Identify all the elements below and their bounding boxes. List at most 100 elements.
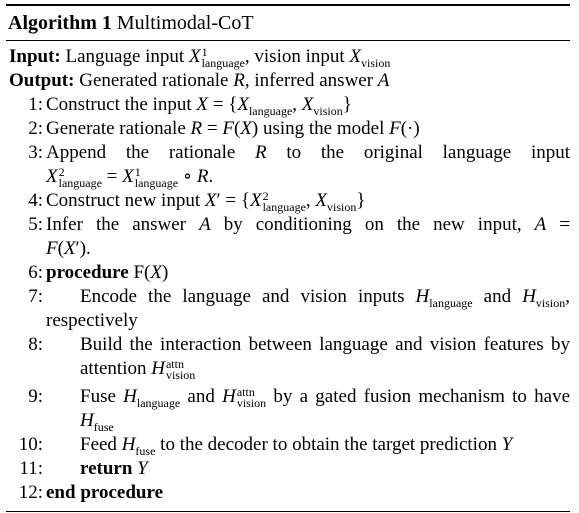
- sym-x: X: [63, 238, 76, 259]
- input-text-a: Language input: [65, 46, 185, 67]
- end-procedure-keyword: end procedure: [46, 482, 163, 503]
- step-3: 3: Append the rationale R to the origina…: [6, 141, 570, 165]
- step-number: 12:: [18, 482, 43, 503]
- step-text-b: using the model: [262, 118, 385, 139]
- sym-x: X: [240, 118, 252, 139]
- step-number: 1:: [28, 94, 43, 115]
- sym-x: X: [237, 94, 249, 115]
- step-number: 7:: [28, 286, 43, 307]
- sym-h: H: [123, 386, 137, 407]
- sub-vision: vision: [327, 199, 357, 214]
- step-text-b: by conditioning on the new input,: [223, 214, 522, 235]
- sym-r: R: [233, 70, 245, 91]
- sub-language: language: [429, 295, 473, 310]
- step-text-b: and: [483, 286, 512, 307]
- header-rule: [6, 40, 570, 41]
- step-7-cont: respectively: [6, 309, 570, 333]
- sym-a: A: [377, 70, 390, 91]
- input-text-b: , vision input: [244, 46, 345, 67]
- step-number: 5:: [28, 214, 43, 235]
- output-label: Output:: [9, 70, 75, 91]
- sym-x: X: [315, 190, 327, 211]
- step-text-b: and: [187, 386, 215, 407]
- sym-r: R: [196, 166, 209, 187]
- step-1: 1: Construct the input X = {Xlanguage, X…: [6, 93, 570, 117]
- sym-x: X: [301, 94, 314, 115]
- sym-f: F: [389, 118, 401, 139]
- step-number: 3:: [28, 142, 43, 163]
- sub-vision: vision: [361, 55, 391, 70]
- step-text-b: to the original language input: [286, 142, 571, 163]
- step-text: Generate rationale: [46, 118, 186, 139]
- sym-y: Y: [137, 458, 148, 479]
- step-text-c: by a gated fusion mechanism to have: [273, 386, 571, 407]
- step-text: Fuse: [80, 386, 116, 407]
- step-number: 10:: [18, 434, 43, 455]
- sym-h: H: [151, 358, 165, 379]
- sym-r: R: [190, 118, 203, 139]
- algorithm-header: Algorithm 1 Multimodal-CoT: [6, 6, 570, 40]
- step-number: 6:: [28, 262, 43, 283]
- sym-x: X: [188, 46, 201, 67]
- step-text-c: respectively: [46, 310, 138, 331]
- step-text-b: to the decoder to obtain the target pred…: [160, 434, 497, 455]
- sub-vision: vision: [313, 103, 343, 118]
- step-number: 2:: [28, 118, 43, 139]
- sym-f: F: [46, 238, 58, 259]
- step-5: 5: Infer the answer A by conditioning on…: [6, 213, 570, 237]
- step-number: 8:: [28, 334, 43, 355]
- sym-a: A: [534, 214, 547, 235]
- step-11: 11: return Y: [6, 457, 570, 481]
- sym-x: X: [122, 166, 134, 187]
- step-7: 7: Encode the language and vision inputs…: [6, 285, 570, 309]
- sub-language: language: [136, 395, 181, 410]
- step-2: 2: Generate rationale R = F(X) using the…: [6, 117, 570, 141]
- step-10: 10: Feed Hfuse to the decoder to obtain …: [6, 433, 570, 457]
- step-number: 4:: [28, 190, 43, 211]
- sym-h: H: [415, 286, 430, 307]
- sym-x: X: [349, 46, 362, 67]
- bottom-rule: [6, 511, 570, 512]
- algorithm-label: Algorithm 1: [8, 12, 112, 34]
- top-rule: [6, 4, 570, 6]
- step-text: Build the interaction between language a…: [80, 334, 570, 379]
- step-number: 9:: [28, 386, 43, 407]
- input-label: Input:: [9, 46, 61, 67]
- step-6: 6: procedure F(X): [6, 261, 570, 285]
- sym-y: Y: [501, 434, 513, 455]
- step-text: Feed: [80, 434, 117, 455]
- sub-fuse: fuse: [135, 443, 156, 458]
- sym-x: X: [204, 190, 217, 211]
- step-5-cont: F(X′).: [46, 238, 91, 259]
- procedure-name: F(: [133, 262, 151, 283]
- step-text: Append the rationale: [46, 142, 236, 163]
- step-number: 11:: [19, 458, 43, 479]
- sym-x: X: [46, 166, 58, 187]
- step-text: Construct new input: [46, 190, 201, 211]
- sub-vision: vision: [535, 295, 566, 310]
- step-text: Construct the input: [46, 94, 192, 115]
- sym-h: H: [522, 286, 536, 307]
- algorithm-block: Algorithm 1 Multimodal-CoT Input: Langua…: [6, 4, 570, 512]
- procedure-keyword: procedure: [46, 262, 129, 283]
- algorithm-title: Multimodal-CoT: [116, 12, 254, 34]
- sub-language: language: [248, 103, 293, 118]
- sym-r: R: [255, 142, 267, 163]
- sym-x: X: [150, 262, 162, 283]
- sym-a: A: [199, 214, 211, 235]
- step-8: 8: Build the interaction between languag…: [6, 333, 570, 381]
- sym-f: F: [222, 118, 234, 139]
- return-keyword: return: [80, 458, 133, 479]
- step-text: Encode the language and vision inputs: [80, 286, 405, 307]
- output-line: Output: Generated rationale R, inferred …: [6, 69, 570, 93]
- sym-h: H: [222, 386, 236, 407]
